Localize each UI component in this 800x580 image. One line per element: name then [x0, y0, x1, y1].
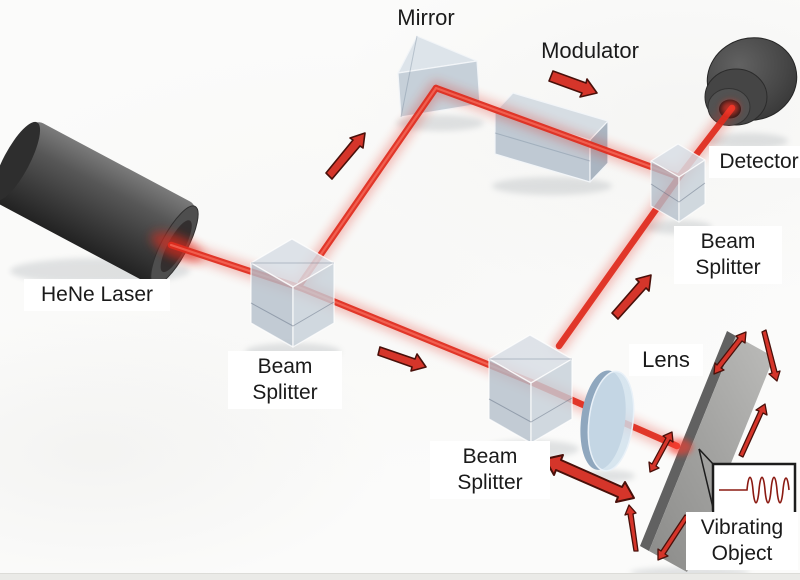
arrow-to-bottom-splitter — [377, 346, 427, 372]
detector-entry-glow — [721, 101, 739, 115]
beam-splitter-cube-bottom — [488, 334, 573, 444]
beam-hit-glow — [669, 439, 693, 455]
displacement-waveform — [719, 476, 790, 504]
vibration-arrow-bottom — [657, 514, 690, 561]
label-mirror: Mirror — [397, 5, 455, 30]
label-modulator: Modulator — [541, 38, 639, 63]
vibration-arrow-right — [738, 403, 768, 458]
photo-bottom-edge — [0, 573, 800, 580]
label-detector: Detector — [709, 146, 800, 178]
label-lens: Lens — [629, 344, 703, 376]
vibration-arrow-beam-spot — [648, 431, 674, 473]
arrow-to-right-splitter — [611, 274, 652, 320]
vibration-arrow-top-left — [713, 331, 747, 375]
vibration-arrow-bottom-left — [624, 504, 639, 552]
callout-lines — [698, 448, 715, 513]
waveform-inset — [711, 462, 797, 516]
label-hene-laser: HeNe Laser — [24, 279, 170, 311]
arrow-measurement-double — [544, 454, 635, 503]
vibration-arrow-top-right — [761, 329, 781, 382]
beam-splitter-cube-right — [650, 143, 706, 223]
hene-laser — [0, 121, 199, 286]
arrow-modulator-direction — [548, 70, 598, 98]
beam-splitter-cube-left — [250, 238, 335, 348]
detector-device — [704, 37, 798, 126]
focusing-lens — [580, 370, 635, 472]
arrow-to-mirror — [325, 132, 366, 180]
